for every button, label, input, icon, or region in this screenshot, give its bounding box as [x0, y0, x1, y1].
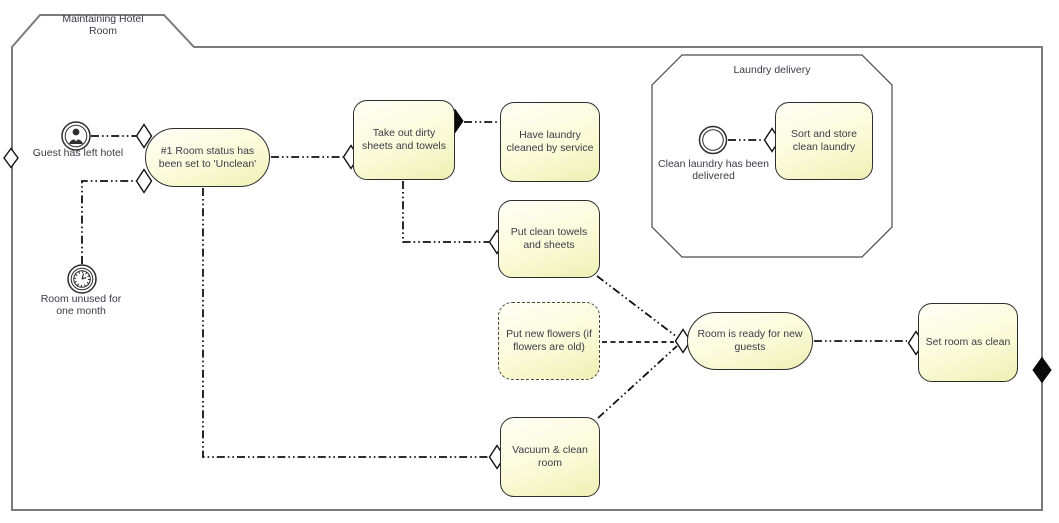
flow-takeout-to-puttowels[interactable]	[402, 181, 489, 243]
border-junction-diamond	[3, 147, 19, 169]
flow-status-to-vacuum[interactable]	[202, 188, 489, 458]
event-label-clean-laundry: Clean laundry has been delivered	[658, 158, 769, 183]
clock-icon	[73, 270, 91, 288]
laundry-delivery-label: Laundry delivery	[733, 64, 811, 76]
task-have-laundry-cleaned[interactable]: Have laundry cleaned by service	[500, 102, 600, 182]
task-room-status-unclean[interactable]: #1 Room status has been set to 'Unclean'	[145, 128, 270, 187]
task-sort-store-laundry[interactable]: Sort and store clean laundry	[775, 102, 873, 180]
task-set-room-clean[interactable]: Set room as clean	[918, 303, 1018, 382]
state-room-ready[interactable]: Room is ready for new guests	[687, 312, 813, 370]
flow-puttowels-to-roomready[interactable]	[596, 275, 678, 338]
flow-timer-to-status[interactable]	[81, 180, 136, 264]
border-and-junction-diamond	[1032, 356, 1052, 384]
task-vacuum-clean-room[interactable]: Vacuum & clean room	[500, 417, 600, 497]
junction-diamond	[135, 168, 153, 194]
person-icon	[69, 128, 83, 144]
task-take-out-dirty-sheets[interactable]: Take out dirty sheets and towels	[353, 100, 455, 180]
event-clean-laundry-delivered[interactable]	[698, 125, 728, 155]
task-put-clean-towels[interactable]: Put clean towels and sheets	[498, 200, 600, 278]
event-room-unused-timer[interactable]	[67, 264, 97, 294]
view-tab-label: Maintaining Hotel Room	[62, 13, 144, 38]
junction-diamond	[135, 123, 153, 149]
task-put-new-flowers[interactable]: Put new flowers (if flowers are old)	[498, 302, 600, 380]
event-guest-left-hotel[interactable]	[61, 121, 91, 151]
event-label-room-unused: Room unused for one month	[40, 293, 122, 318]
event-label-guest-left: Guest has left hotel	[32, 147, 124, 159]
